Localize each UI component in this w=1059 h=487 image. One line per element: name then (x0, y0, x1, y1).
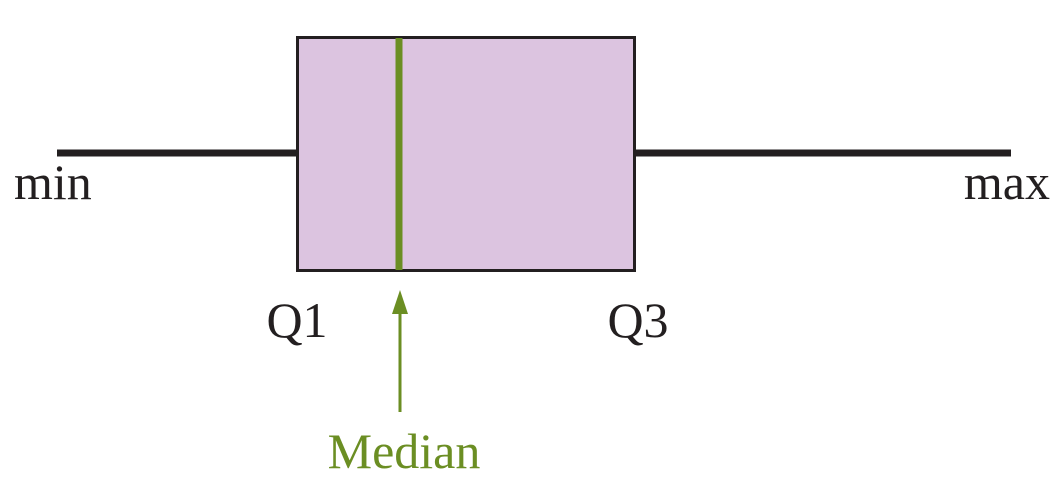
q1-label: Q1 (266, 292, 327, 348)
median-label: Median (328, 423, 481, 479)
median-arrow-head (392, 290, 408, 314)
interquartile-box (296, 36, 636, 272)
max-label: max (964, 154, 1050, 210)
q3-label: Q3 (607, 292, 668, 348)
min-label: min (14, 154, 92, 210)
